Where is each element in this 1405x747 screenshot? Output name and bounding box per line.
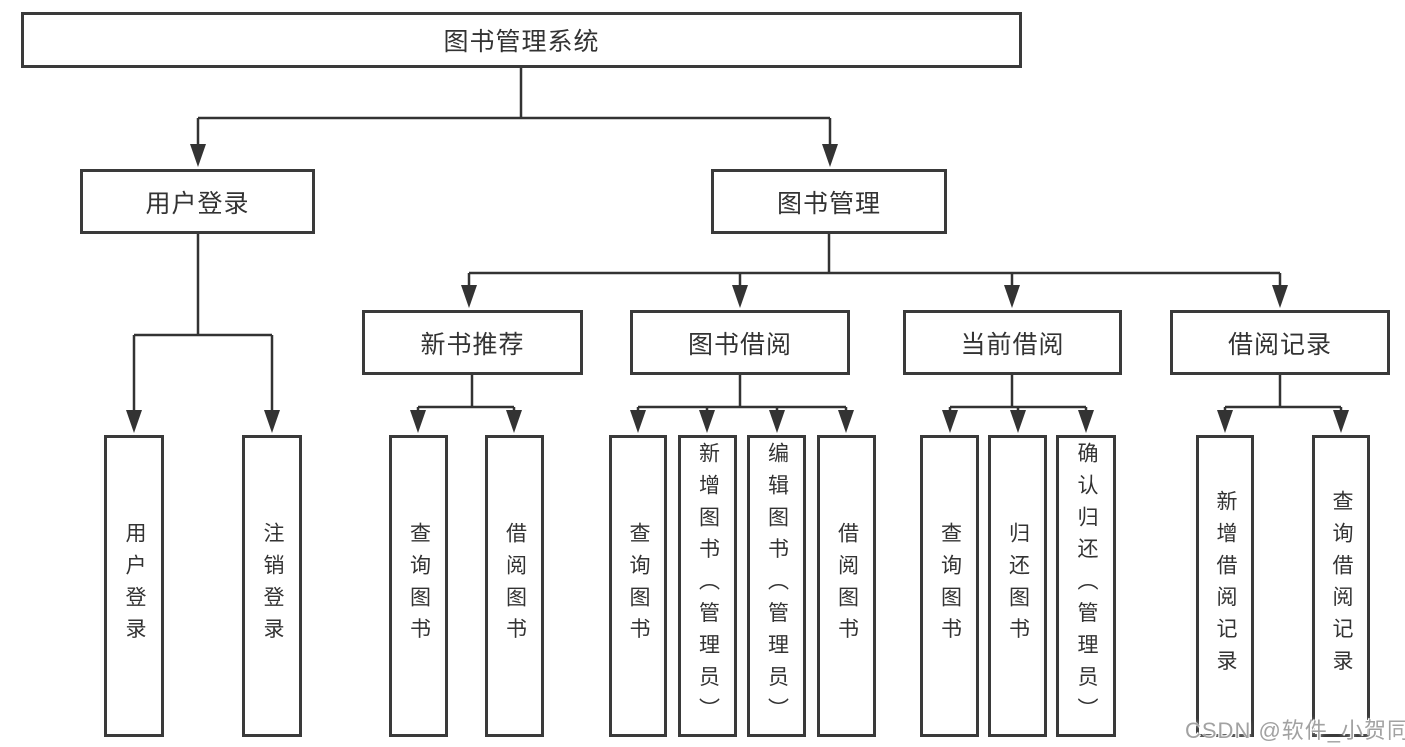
node-label: 图书管理系统 <box>443 28 600 56</box>
leaf-query-borrow-record: 查询借阅记录 <box>1312 435 1370 737</box>
leaf-return-books: 归还图书 <box>988 435 1047 737</box>
leaf-borrow-books-recommend: 借阅图书 <box>485 435 544 737</box>
csdn-watermark: CSDN @软件_小贺同学 <box>1185 718 1405 743</box>
node-label: 图书借阅 <box>687 330 792 359</box>
leaf-label: 新增图书（管理员） <box>696 442 720 730</box>
leaf-query-books-recommend: 查询图书 <box>389 435 448 737</box>
leaf-borrow-books: 借阅图书 <box>817 435 876 737</box>
leaf-label: 查询图书 <box>627 522 650 650</box>
leaf-add-books-admin: 新增图书（管理员） <box>678 435 737 737</box>
node-label: 借阅记录 <box>1227 330 1332 359</box>
leaf-confirm-return-admin: 确认归还（管理员） <box>1056 435 1116 737</box>
leaf-label: 用户登录 <box>123 522 146 650</box>
leaf-logout: 注销登录 <box>242 435 302 737</box>
leaf-label: 注销登录 <box>261 522 284 650</box>
leaf-label: 查询图书 <box>407 522 431 650</box>
leaf-label: 确认归还（管理员） <box>1075 442 1098 730</box>
leaf-label: 查询图书 <box>938 522 962 650</box>
leaf-user-login: 用户登录 <box>104 435 164 737</box>
leaf-label: 借阅图书 <box>503 522 527 650</box>
leaf-query-books-borrow: 查询图书 <box>609 435 667 737</box>
node-book-management: 图书管理 <box>711 169 947 234</box>
node-user-login: 用户登录 <box>80 169 315 234</box>
node-current-borrow: 当前借阅 <box>903 310 1122 375</box>
node-library-management-system: 图书管理系统 <box>21 12 1022 68</box>
node-book-borrow: 图书借阅 <box>630 310 850 375</box>
leaf-label: 归还图书 <box>1006 522 1030 650</box>
leaf-label: 借阅图书 <box>835 522 859 650</box>
node-new-book-recommend: 新书推荐 <box>362 310 583 375</box>
leaf-label: 编辑图书（管理员） <box>765 442 789 730</box>
node-label: 当前借阅 <box>960 330 1065 359</box>
leaf-edit-books-admin: 编辑图书（管理员） <box>747 435 806 737</box>
leaf-label: 新增借阅记录 <box>1214 490 1237 682</box>
node-borrow-records: 借阅记录 <box>1170 310 1390 375</box>
leaf-add-borrow-record: 新增借阅记录 <box>1196 435 1254 737</box>
node-label: 用户登录 <box>145 189 250 218</box>
leaf-label: 查询借阅记录 <box>1330 490 1353 682</box>
node-label: 新书推荐 <box>420 330 525 359</box>
leaf-query-books-current: 查询图书 <box>920 435 979 737</box>
node-label: 图书管理 <box>776 189 881 218</box>
